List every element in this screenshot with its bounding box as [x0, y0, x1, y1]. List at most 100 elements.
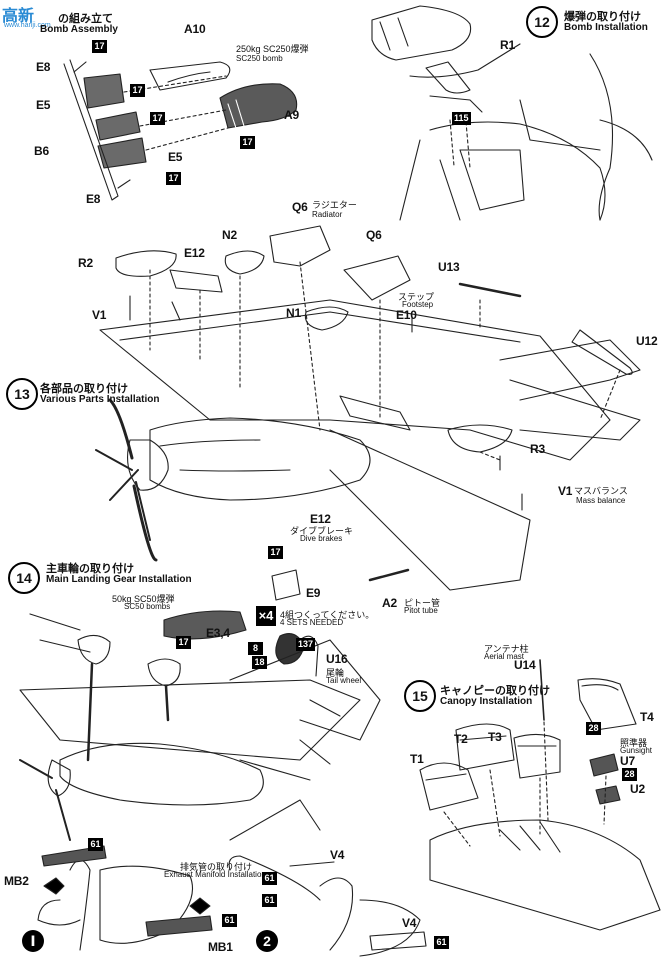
part-label: E9: [306, 586, 321, 600]
step11-title-en: Bomb Assembly: [40, 24, 118, 35]
part-label: E12: [310, 512, 331, 526]
bomb-250-jp: 250kg SC250爆弾: [236, 44, 309, 54]
part-label: E10: [396, 308, 417, 322]
bomb-assembly-drawing: [63, 59, 298, 201]
paint-code-badge: 61: [88, 838, 103, 851]
step-12-number: 12: [526, 6, 558, 38]
paint-code-badge: 8: [248, 642, 263, 655]
part-label: V1: [92, 308, 107, 322]
aerial-mast-en: Aerial mast: [484, 652, 525, 661]
paint-code-badge: 61: [262, 872, 277, 885]
sets-needed-en: 4 SETS NEEDED: [280, 618, 344, 627]
radiator-en: Radiator: [312, 210, 343, 219]
part-label: V4: [402, 916, 417, 930]
part-label: V1: [558, 484, 573, 498]
exhaust-manifold-drawing: [37, 845, 427, 957]
paint-code-badge: 28: [622, 768, 637, 781]
paint-code-badge: 17: [130, 84, 145, 97]
part-label: E3,4: [206, 626, 230, 640]
step-13-number: 13: [6, 378, 38, 410]
gunsight-jp: 照準器: [620, 738, 648, 748]
paint-code-badge: 17: [268, 546, 283, 559]
part-label: U13: [438, 260, 460, 274]
sets-needed-jp: 4組つくってください。: [280, 610, 375, 620]
step12-title-jp: 爆弾の取り付け: [564, 11, 641, 23]
bomb-250-en: SC250 bomb: [236, 54, 283, 63]
part-label: R1: [500, 38, 515, 52]
step14-title-en: Main Landing Gear Installation: [46, 574, 192, 585]
dive-brakes-jp: ダイブブレーキ: [290, 526, 354, 536]
paint-code-badge: 17: [166, 172, 181, 185]
pitot-jp: ピトー管: [404, 598, 441, 608]
part-label: T4: [640, 710, 654, 724]
part-label: N2: [222, 228, 237, 242]
paint-code-badge: 61: [434, 936, 449, 949]
tail-wheel-en: Tail wheel: [326, 676, 362, 685]
part-label: N1: [286, 306, 301, 320]
part-label: E5: [168, 150, 183, 164]
part-label: E8: [36, 60, 51, 74]
step11-title-jp: の組み立て: [58, 13, 113, 25]
part-label: U7: [620, 754, 635, 768]
exhaust-en: Exhaust Manifold Installation: [164, 870, 266, 879]
part-label: E5: [36, 98, 51, 112]
part-label: U2: [630, 782, 645, 796]
mass-balance-jp: マスバランス: [574, 486, 628, 496]
paint-code-badge: 18: [252, 656, 267, 669]
canopy-drawing: [419, 659, 661, 931]
part-label: A9: [284, 108, 299, 122]
paint-code-badge: 61: [222, 914, 237, 927]
paint-code-badge: 17: [92, 40, 107, 53]
radiator-jp: ラジエター: [312, 200, 357, 210]
step-15-number: 15: [404, 680, 436, 712]
part-label: T3: [488, 730, 502, 744]
part-label: A10: [184, 22, 206, 36]
step-14-number: 14: [8, 562, 40, 594]
part-label: T2: [454, 732, 468, 746]
dive-brakes-en: Dive brakes: [300, 534, 343, 543]
footstep-en: Footstep: [402, 300, 434, 309]
paint-code-badge: 17: [150, 112, 165, 125]
part-label: Q6: [292, 200, 308, 214]
step12-title-en: Bomb Installation: [564, 22, 648, 33]
part-label: U16: [326, 652, 348, 666]
part-label: E8: [86, 192, 101, 206]
step13-title-en: Various Parts Installation: [40, 394, 160, 405]
substep-1-marker: Ⅰ: [22, 930, 44, 952]
part-label: MB1: [208, 940, 233, 954]
footstep-jp: ステップ: [398, 292, 435, 302]
paint-code-badge: 115: [452, 112, 471, 125]
tail-wheel-jp: 尾輪: [326, 668, 345, 678]
mass-balance-en: Mass balance: [576, 496, 626, 505]
part-label: MB2: [4, 874, 29, 888]
substep-2-marker: 2: [256, 930, 278, 952]
paint-code-badge: 61: [262, 894, 277, 907]
part-label: U12: [636, 334, 658, 348]
part-label: T1: [410, 752, 424, 766]
step14-title-jp: 主車輪の取り付け: [46, 563, 134, 575]
paint-code-badge: 17: [240, 136, 255, 149]
paint-code-badge: 28: [586, 722, 601, 735]
paint-code-badge: 137: [296, 638, 316, 651]
various-parts-drawing: [95, 225, 641, 591]
exhaust-jp: 排気管の取り付け: [180, 862, 253, 872]
quantity-x4: ×4: [256, 606, 276, 626]
part-label: B6: [34, 144, 49, 158]
part-label: R3: [530, 442, 545, 456]
part-label: R2: [78, 256, 93, 270]
step13-title-jp: 各部品の取り付け: [40, 383, 128, 395]
watermark-logo: 高新: [2, 8, 35, 25]
step15-title-en: Canopy Installation: [440, 696, 533, 707]
bomb-50-jp: 50kg SC50爆弾: [112, 594, 175, 604]
gunsight-en: Gunsight: [620, 746, 653, 755]
part-label: V4: [330, 848, 345, 862]
part-label: E12: [184, 246, 205, 260]
pitot-en: Pitot tube: [404, 606, 438, 615]
part-label: A2: [382, 596, 397, 610]
aerial-mast-jp: アンテナ柱: [484, 644, 529, 654]
bomb-50-en: SC50 bombs: [124, 602, 171, 611]
part-label: U14: [514, 658, 536, 672]
step15-title-jp: キャノピーの取り付け: [440, 685, 550, 697]
